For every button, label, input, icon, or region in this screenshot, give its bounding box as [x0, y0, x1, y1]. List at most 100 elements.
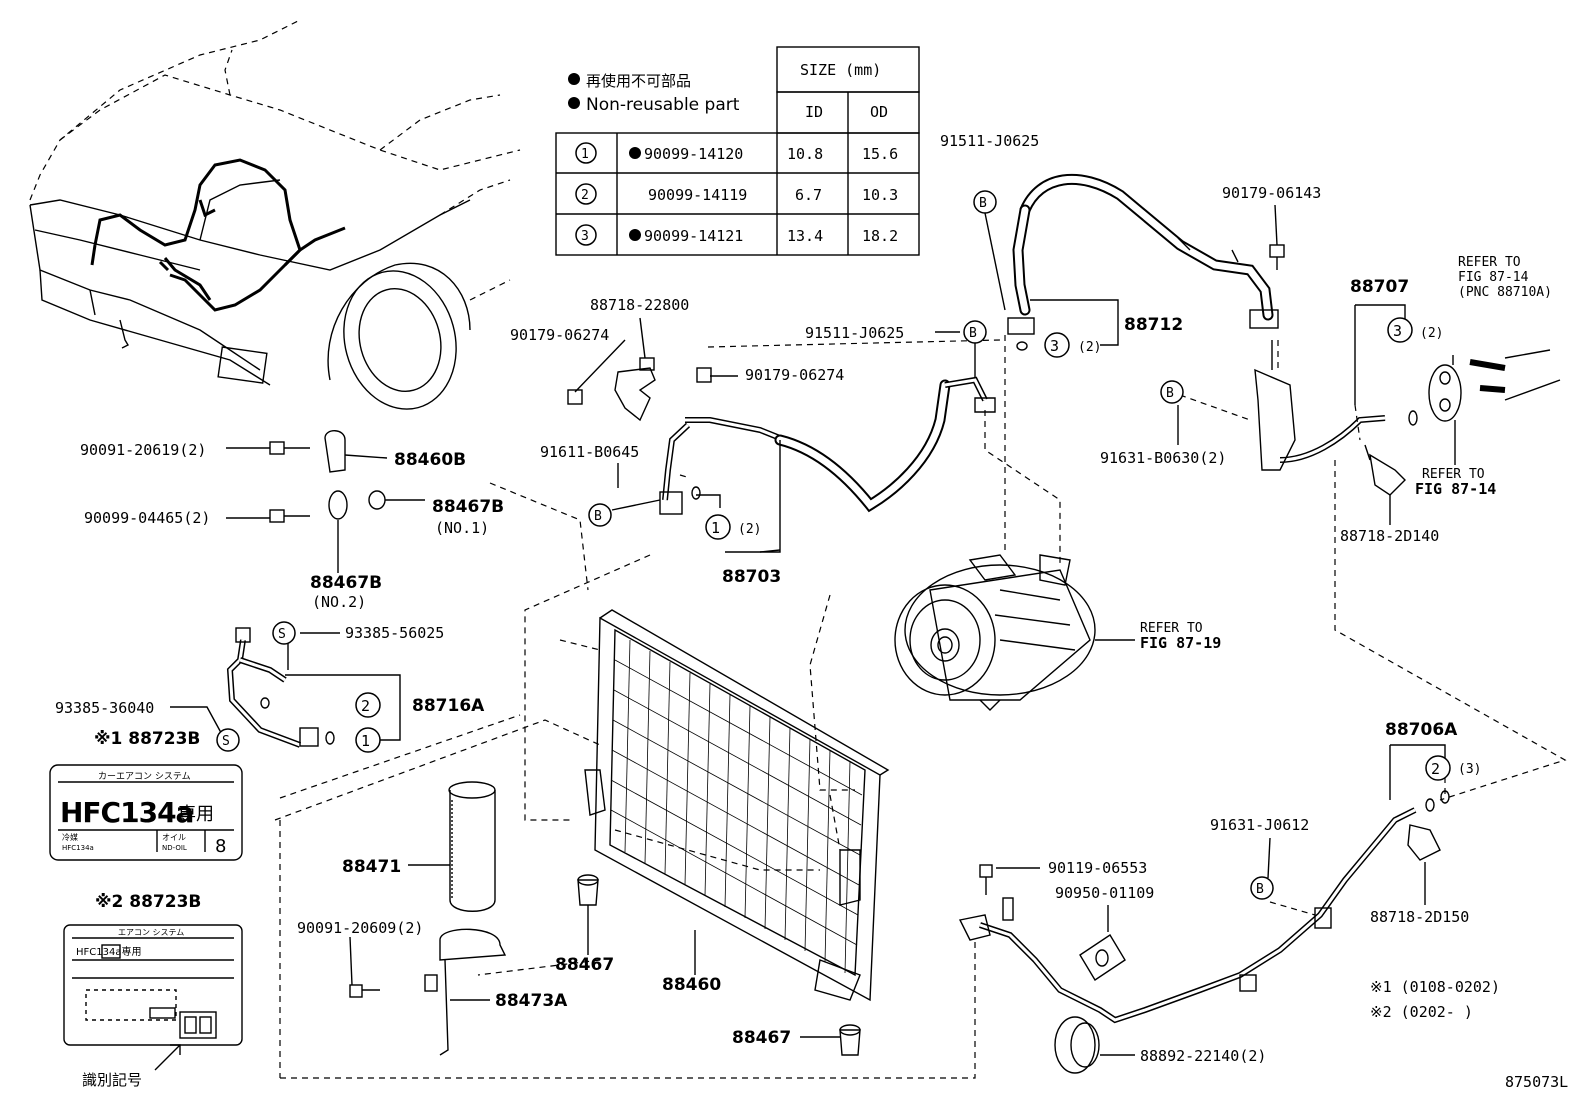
bullet-icon: [629, 147, 641, 159]
label-88706A: 88706A: [1385, 720, 1458, 740]
label-header: カーエアコン システム: [98, 771, 191, 782]
callout-1: 1: [711, 519, 720, 537]
qty: (2): [1420, 326, 1443, 341]
legend-en: Non-reusable part: [586, 95, 740, 115]
label-88473A: 88473A: [495, 991, 568, 1011]
row-part: 90099-14121: [644, 227, 743, 245]
bullet-icon: [568, 97, 580, 109]
callout-b: B: [1256, 882, 1264, 897]
label-88723B: ※1 88723B: [94, 729, 200, 749]
hose-88712: [1007, 173, 1279, 335]
label-88707: 88707: [1350, 277, 1409, 297]
note-2: ※2 (0202- ): [1370, 1003, 1473, 1021]
row-id: 13.4: [787, 227, 823, 245]
receiver-bracket: [424, 928, 507, 1056]
bolt-icon: [349, 984, 380, 998]
size-header: SIZE (mm): [800, 61, 881, 79]
label-90950-01109: 90950-01109: [1055, 884, 1154, 902]
label-88460B: 88460B: [394, 450, 466, 470]
refer-text: REFER TO: [1140, 621, 1203, 636]
bracket-icon: [567, 357, 712, 422]
refer-text: REFER TO: [1458, 255, 1521, 270]
label-91611-B0645: 91611-B0645: [540, 443, 639, 461]
refer-text: (PNC 88710A): [1458, 285, 1552, 300]
callout-b: B: [1166, 386, 1174, 401]
callout-b: B: [594, 509, 602, 524]
label-88723B: ※2 88723B: [95, 892, 201, 912]
refer-text: REFER TO: [1422, 467, 1485, 482]
hfc-label-2: エアコン システム HFC134a専用: [63, 924, 243, 1071]
leader-lines: [170, 204, 1456, 1056]
nut-icon: [567, 389, 583, 405]
label-88712: 88712: [1124, 315, 1183, 335]
ident-mark: 識別記号: [82, 1071, 142, 1089]
qty: (2): [1078, 340, 1101, 355]
label-88467: 88467: [732, 1028, 791, 1048]
nut-icon: [696, 367, 712, 383]
qty: (3): [1458, 762, 1481, 777]
label-90179-06274: 90179-06274: [510, 326, 609, 344]
part-labels: 91511-J0625 90179-06143 88712 (2) 88707 …: [55, 132, 1568, 1091]
label-small: オイル: [162, 833, 186, 842]
label-91631-J0612: 91631-J0612: [1210, 816, 1309, 834]
legend: 再使用不可部品 Non-reusable part: [568, 72, 740, 115]
label-90091-20609: 90091-20609(2): [297, 919, 423, 937]
label-small: HFC134a: [62, 844, 94, 852]
label-88467B: 88467B: [432, 497, 504, 517]
label-88703: 88703: [722, 567, 781, 587]
label-88718-2D140: 88718-2D140: [1340, 527, 1439, 545]
callout-3: 3: [1050, 337, 1059, 355]
note-1: ※1 (0108-0202): [1370, 978, 1500, 996]
cushion-88467B: [269, 490, 386, 523]
label-90091-20619: 90091-20619(2): [80, 441, 206, 459]
row-id: 10.8: [787, 145, 823, 163]
label-91511-J0625: 91511-J0625: [805, 324, 904, 342]
row-key: 3: [581, 229, 589, 244]
row-id: 6.7: [795, 186, 822, 204]
qty: (2): [738, 522, 761, 537]
bracket-88460B: [269, 430, 346, 473]
label-90179-06274: 90179-06274: [745, 366, 844, 384]
row-od: 15.6: [862, 145, 898, 163]
callout-2: 2: [361, 697, 370, 715]
label-88892-22140: 88892-22140(2): [1140, 1047, 1266, 1065]
compressor: [894, 554, 1096, 711]
callout-2: 2: [1431, 760, 1440, 778]
label-88718-22800: 88718-22800: [590, 296, 689, 314]
label-88467B: 88467B: [310, 573, 382, 593]
legend-jp: 再使用不可部品: [586, 72, 691, 90]
label-88471: 88471: [342, 857, 401, 877]
row-key: 2: [581, 188, 589, 203]
label-91631-B0630: 91631-B0630(2): [1100, 449, 1226, 467]
callout-bubbles: B B B B B S S 3 3 1 2 1 2: [216, 190, 1451, 900]
label-num: 8: [215, 836, 226, 857]
row-part: 90099-14120: [644, 145, 743, 163]
label-93385-56025: 93385-56025: [345, 624, 444, 642]
bullet-icon: [568, 73, 580, 85]
callout-3: 3: [1393, 322, 1402, 340]
car-sketch: [29, 19, 521, 410]
label-suffix: 専用: [178, 804, 214, 825]
figure-code: 875073L: [1505, 1073, 1568, 1091]
callout-s: S: [278, 627, 286, 642]
label-88716A: 88716A: [412, 696, 485, 716]
cushion-icon: [839, 1024, 861, 1056]
col-id: ID: [805, 103, 823, 121]
label-90179-06143: 90179-06143: [1222, 184, 1321, 202]
refer-text: FIG 87-14: [1415, 480, 1496, 498]
label-88718-2D150: 88718-2D150: [1370, 908, 1469, 926]
bolt-icon: [1269, 244, 1285, 270]
col-od: OD: [870, 103, 888, 121]
row-od: 10.3: [862, 186, 898, 204]
row-od: 18.2: [862, 227, 898, 245]
size-table: SIZE (mm) ID OD 1 90099-14120 10.8 15.6 …: [555, 46, 920, 256]
hfc-label-1: カーエアコン システム HFC134a 専用 冷媒 HFC134a オイル ND…: [49, 764, 243, 861]
label-main: HFC134a専用: [76, 946, 141, 958]
callout-b: B: [969, 326, 977, 341]
label-main: HFC134a: [60, 796, 193, 829]
bullet-icon: [629, 229, 641, 241]
guide-lines: [274, 335, 1567, 1079]
refer-text: FIG 87-19: [1140, 634, 1221, 652]
callout-1: 1: [361, 732, 370, 750]
hose-88707: [1254, 340, 1561, 471]
